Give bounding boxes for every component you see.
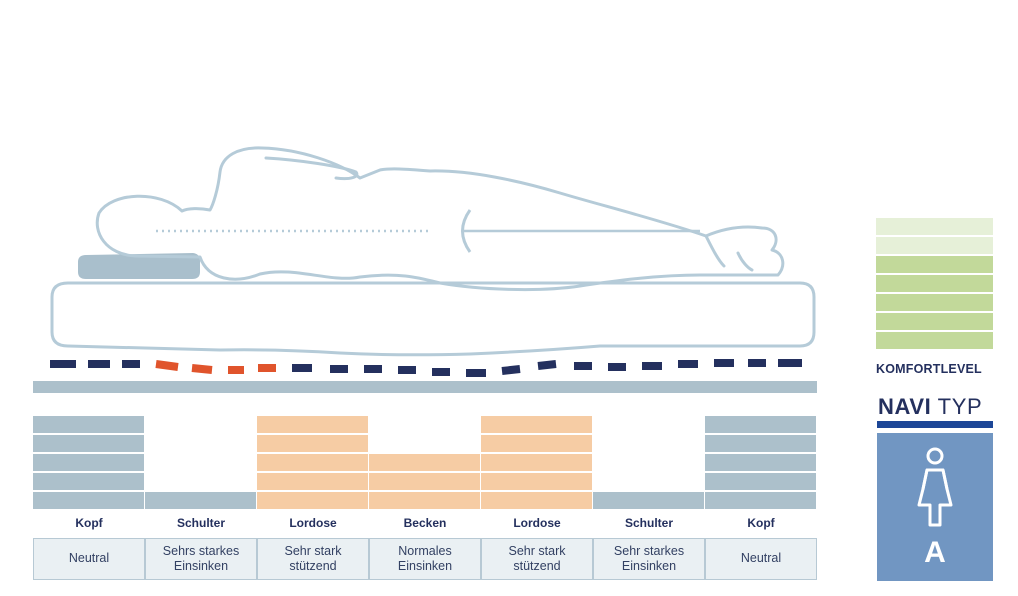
zone-desc-line: Sehrs starkes (162, 543, 240, 558)
arrow-head-icon (461, 209, 472, 253)
zone-label: Schulter (176, 516, 225, 530)
zone-block (257, 454, 368, 471)
comfort-level-block (876, 218, 993, 235)
zone-block (481, 416, 592, 433)
sleeper-silhouette (95, 146, 785, 292)
zone-desc-line: Sehr starkes (613, 543, 685, 558)
zone-block (33, 454, 144, 471)
zone-desc-line: Normales (398, 543, 452, 558)
zone-block (705, 454, 816, 471)
support-curve (50, 359, 802, 377)
zone-label: Becken (403, 516, 447, 530)
mattress (50, 281, 816, 357)
zone-desc-line: Neutral (740, 551, 782, 566)
comfort-level-label: KOMFORTLEVEL (876, 362, 982, 376)
base-bar (33, 381, 817, 393)
zone-desc-line: Einsinken (621, 559, 677, 573)
comfort-level-block (876, 294, 993, 311)
type-prefix: NAVI (878, 394, 932, 419)
zone-block (257, 435, 368, 452)
zone-block (33, 416, 144, 433)
support-dash (501, 365, 521, 375)
type-card: A (877, 433, 993, 581)
zone-block (33, 473, 144, 490)
comfort-level-block (876, 332, 993, 349)
body-outline (95, 146, 785, 292)
type-underline (877, 421, 993, 428)
zone-block (145, 492, 256, 509)
support-dash (191, 364, 213, 374)
foot (736, 251, 754, 272)
zone-block (257, 492, 368, 509)
zone-desc-line: Einsinken (397, 559, 453, 573)
zone-block (593, 492, 704, 509)
zone-blocks (33, 416, 816, 509)
comfort-level-block (876, 256, 993, 273)
zone-label: Kopf (747, 516, 775, 530)
zone-block (257, 416, 368, 433)
support-dash (155, 360, 179, 371)
knee-line (704, 234, 726, 268)
zone-block (369, 454, 480, 471)
comfort-scale (876, 218, 993, 349)
zone-block (705, 416, 816, 433)
arm (264, 156, 359, 181)
zone-block (33, 492, 144, 509)
woman-icon (917, 447, 953, 527)
zone-block (33, 435, 144, 452)
type-suffix: TYP (931, 394, 983, 419)
type-letter: A (924, 536, 946, 569)
zone-desc-line: Neutral (68, 551, 110, 566)
zone-block (481, 492, 592, 509)
zone-desc-line: stützend (513, 559, 561, 573)
zone-block (369, 492, 480, 509)
comfort-level-block (876, 275, 993, 292)
zone-block (481, 435, 592, 452)
zone-block (481, 473, 592, 490)
zone-block (369, 473, 480, 490)
zone-desc-line: Einsinken (173, 559, 229, 573)
comfort-level-block (876, 237, 993, 254)
pillow (78, 253, 201, 279)
zone-block (705, 435, 816, 452)
zone-label: Lordose (289, 516, 337, 530)
zone-label: Schulter (624, 516, 673, 530)
zone-description: Neutral (705, 538, 817, 580)
zone-label: Lordose (513, 516, 561, 530)
support-dash (537, 360, 557, 370)
zone-block (705, 473, 816, 490)
zone-desc-line: Sehr stark (284, 543, 342, 558)
zone-label: Kopf (75, 516, 103, 530)
type-title: NAVI TYP (878, 394, 982, 420)
zone-block (705, 492, 816, 509)
zone-description: Neutral (33, 538, 145, 580)
zone-block (481, 454, 592, 471)
comfort-level-block (876, 313, 993, 330)
zone-desc-line: stützend (289, 559, 337, 573)
zone-desc-line: Sehr stark (508, 543, 566, 558)
zone-block (257, 473, 368, 490)
